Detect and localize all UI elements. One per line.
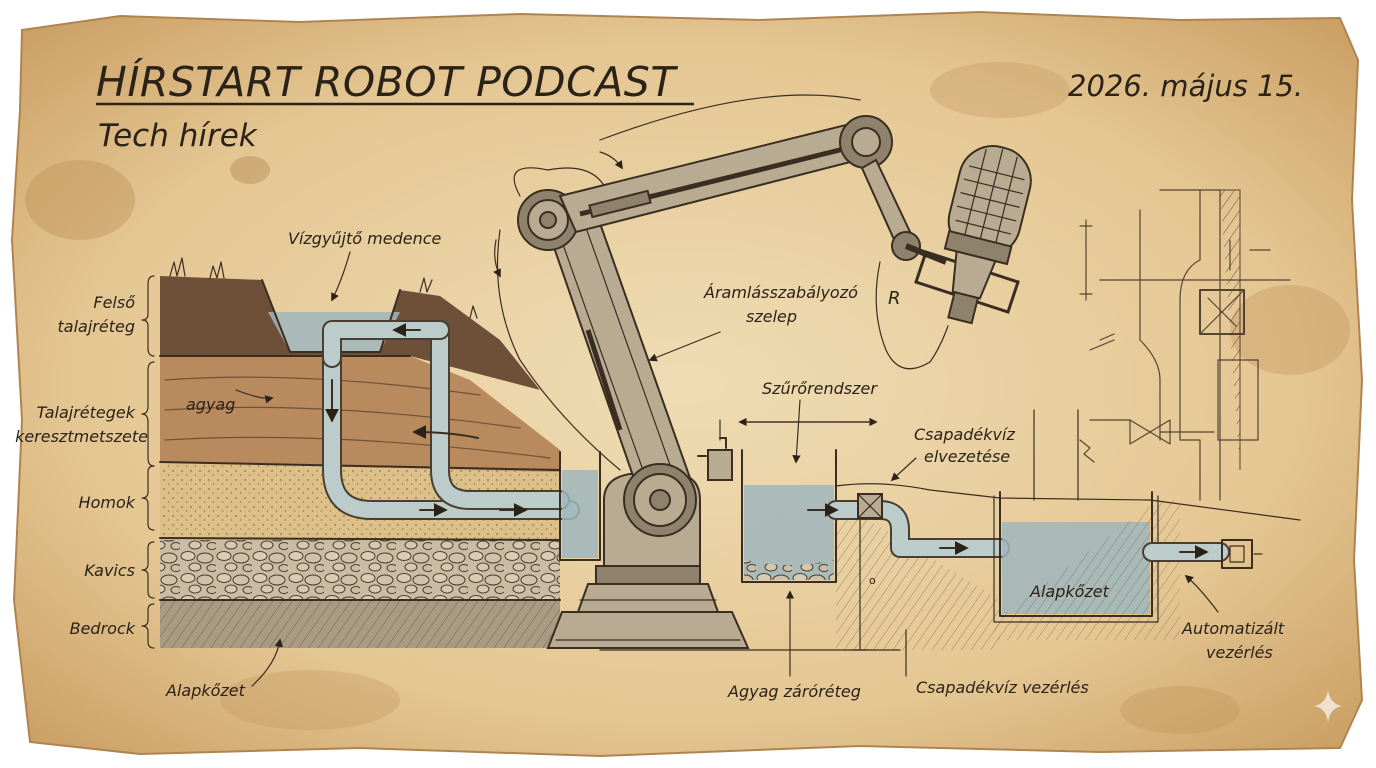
label-top-soil-2: talajréteg [58,317,135,336]
label-cross-section-2: keresztmetszete [15,427,148,446]
label-r-mark: R [888,288,901,309]
label-clay: agyag [186,395,235,414]
label-tank-base-rock: Alapkőzet [1029,582,1110,601]
label-valve-1: Áramlásszabályozó [703,283,858,302]
engineering-schematic [1079,189,1291,501]
label-base-rock: Alapkőzet [165,681,246,700]
podcast-subtitle: Tech hírek [98,118,258,154]
podcast-title: HÍRSTART ROBOT PODCAST [96,58,678,106]
paper-stains [25,62,1350,734]
label-automation-2: vezérlés [1206,643,1273,662]
sparkle-icon [1314,690,1342,722]
label-gravel: Kavics [84,561,135,580]
episode-date: 2026. május 15. [1068,69,1303,103]
layer-brackets [141,275,155,649]
label-sand: Homok [79,493,136,512]
label-automation-1: Automatizált [1181,619,1285,638]
label-storm-control: Csapadékvíz vezérlés [916,678,1089,697]
label-clay-seal: Agyag záróréteg [727,682,861,701]
label-drain-1: Csapadékvíz [914,425,1015,444]
label-bedrock: Bedrock [70,619,136,638]
robot-arm-icon [493,94,948,649]
label-valve-2: szelep [746,307,797,326]
label-catchment: Vízgyűjtő medence [288,229,442,248]
svg-text:o: o [869,574,876,587]
microphone-icon [875,145,1032,370]
label-top-soil-1: Felső [93,293,135,312]
drain-system [807,483,1301,650]
label-filter: Szűrőrendszer [762,379,878,398]
soil-cross-section [159,257,580,648]
dimension-lines: o [599,409,1079,651]
label-drain-2: elvezetése [924,447,1010,466]
filter-tank [559,417,878,583]
label-cross-section-1: Talajrétegek [37,403,136,422]
